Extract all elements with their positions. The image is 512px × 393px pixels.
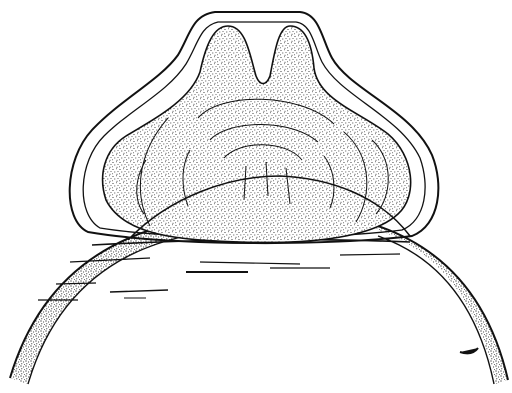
inner-organ: [103, 26, 411, 242]
outer-body-wall: [10, 222, 508, 384]
